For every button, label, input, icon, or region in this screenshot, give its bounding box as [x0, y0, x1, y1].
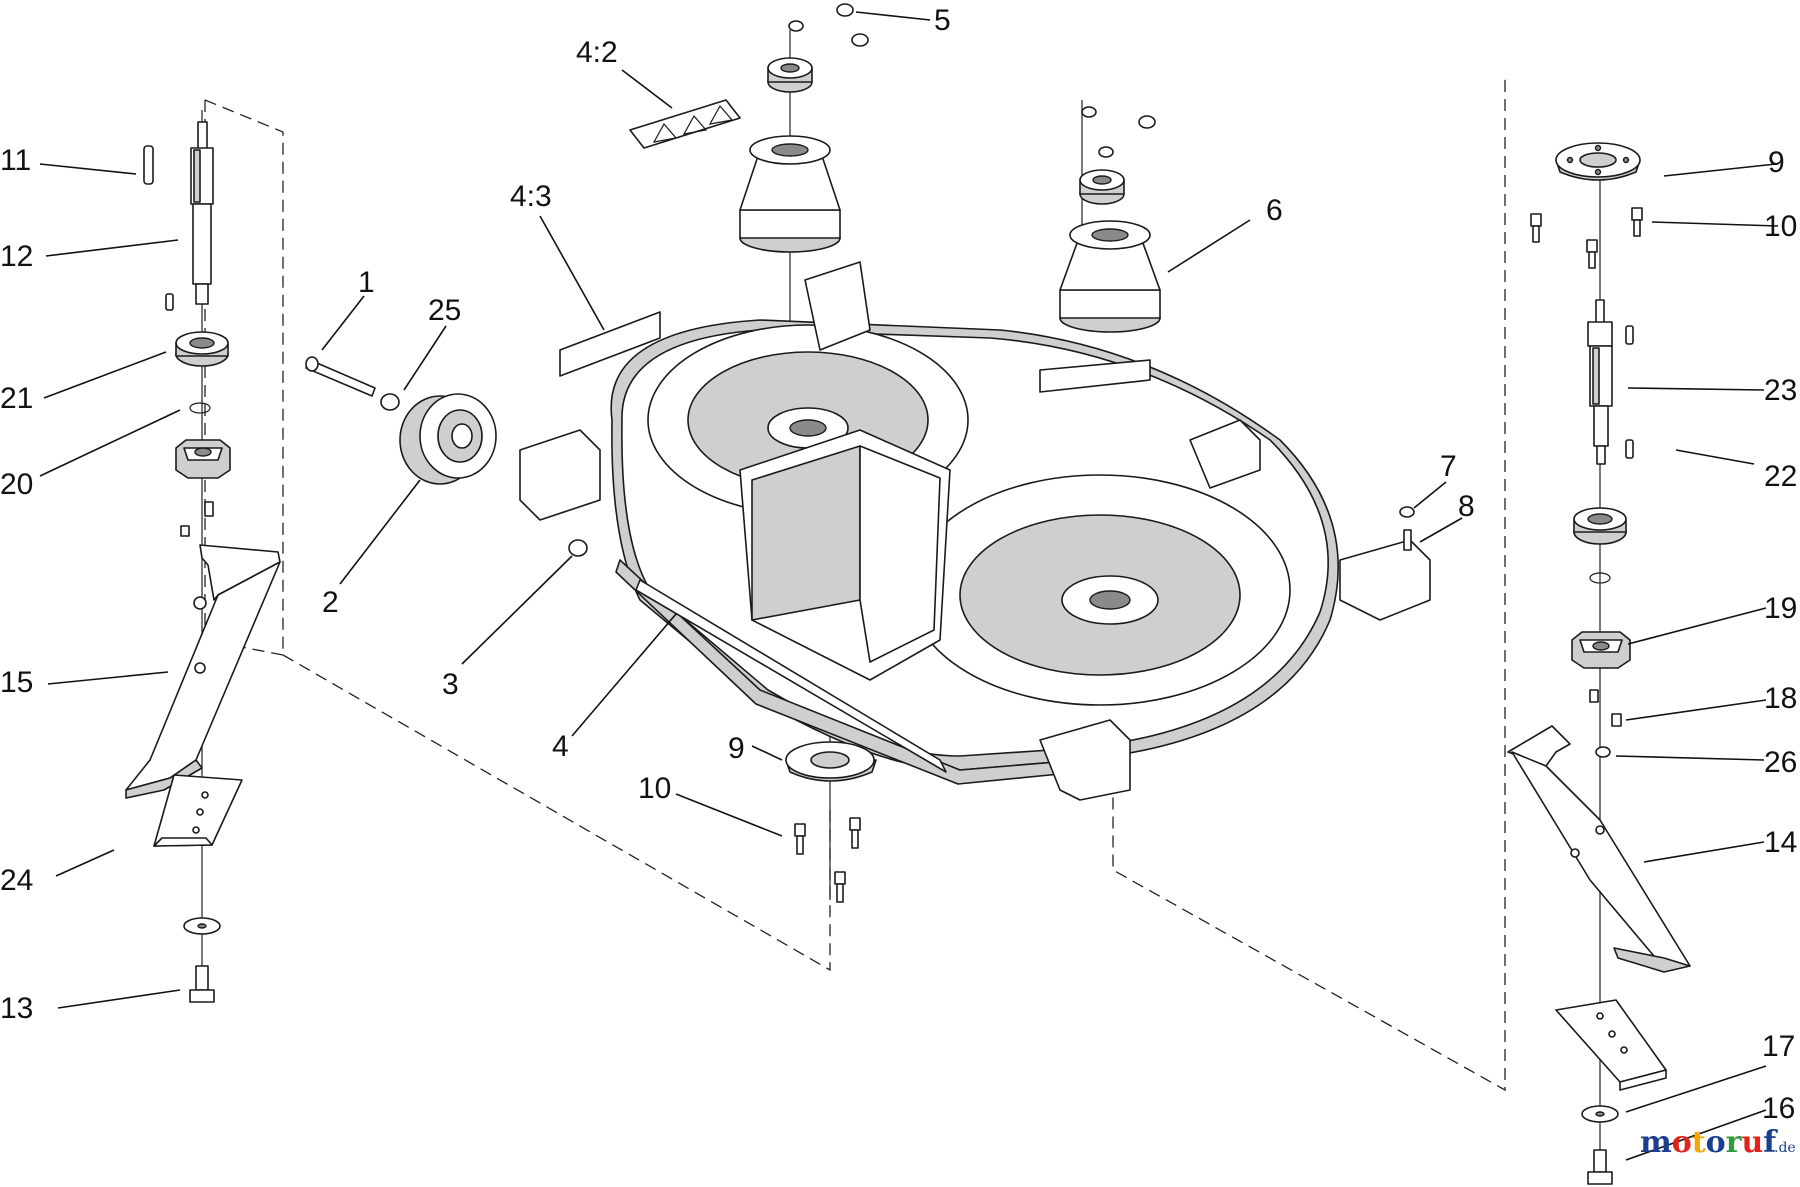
callout-8: 8: [1458, 490, 1475, 523]
screws-part-10-right: [1530, 207, 1643, 269]
callout-9-right: 9: [1768, 146, 1785, 179]
pin-part-22: [1625, 439, 1634, 459]
spindle-shaft-part-12: [190, 121, 214, 305]
callout-26: 26: [1764, 746, 1797, 779]
callout-21: 21: [0, 382, 33, 415]
bearing-part-21: [175, 331, 229, 367]
callout-16: 16: [1762, 1092, 1795, 1125]
svg-text:motoruf: motoruf: [1640, 1125, 1778, 1160]
callout-20: 20: [0, 468, 33, 501]
wheel-part-2: [399, 393, 497, 485]
callout-3: 3: [442, 668, 459, 701]
callout-labels: 11 12 21 20 15 24 13 1 25 2 3 4 4:2 4:3 …: [0, 4, 1797, 1125]
callout-4: 4: [552, 730, 569, 763]
callout-1: 1: [358, 266, 375, 299]
decal-part-4-2: [629, 99, 741, 149]
spindle-pulley-center-left: [739, 57, 841, 253]
set-screw: [180, 525, 190, 537]
washer-part-7: [1399, 506, 1415, 518]
left-spindle-assembly: [125, 110, 281, 1003]
decal-part-4-3: [559, 311, 661, 377]
grease-fitting-part-18: [1611, 713, 1622, 727]
callout-14: 14: [1764, 826, 1797, 859]
callout-6: 6: [1266, 194, 1283, 227]
callout-22: 22: [1764, 460, 1797, 493]
mounting-plate-part-9-center: [785, 741, 877, 782]
callout-9-center: 9: [728, 732, 745, 765]
callout-17: 17: [1762, 1030, 1795, 1063]
set-screw-right: [1589, 689, 1599, 703]
retaining-ring-part-20: [189, 402, 211, 414]
mower-deck-part-4: [519, 261, 1431, 801]
mounting-plate-part-9-right: [1555, 142, 1641, 181]
spindle-housing-part-19: [1571, 631, 1631, 669]
washer-part-25: [380, 393, 400, 411]
assembly-outline-left: [204, 99, 831, 972]
washer-and-bolt-part-13: [183, 917, 221, 1003]
callout-4-3: 4:3: [510, 180, 552, 213]
callout-19: 19: [1764, 592, 1797, 625]
key-part-11: [143, 145, 154, 185]
callout-5: 5: [934, 4, 951, 37]
spindle-shaft-part-23: [1587, 299, 1613, 465]
callout-12: 12: [0, 240, 33, 273]
grease-fitting: [204, 501, 214, 517]
callout-7: 7: [1440, 450, 1457, 483]
callout-11: 11: [0, 144, 31, 177]
retaining-ring-right: [1589, 572, 1611, 584]
callout-13: 13: [0, 992, 33, 1025]
callout-2: 2: [322, 586, 339, 619]
blade-stiffener-part-24: [153, 774, 243, 847]
callout-25: 25: [428, 294, 461, 327]
leader-lines: [39, 11, 1779, 1161]
nuts-part-5: [788, 3, 1156, 158]
callout-4-2: 4:2: [576, 36, 618, 69]
key-right: [1625, 325, 1634, 345]
bearing-right: [1573, 507, 1627, 545]
callout-24: 24: [0, 864, 33, 897]
callout-10-center: 10: [638, 772, 671, 805]
bolt-part-8: [1403, 529, 1412, 551]
pin: [165, 293, 174, 311]
callout-18: 18: [1764, 682, 1797, 715]
callout-10-right: 10: [1764, 210, 1797, 243]
washer-and-bolt-part-16: [1581, 1105, 1619, 1185]
spindle-housing-left: [175, 439, 231, 479]
motoruf-logo: motoruf .de: [1640, 1125, 1796, 1160]
svg-text:.de: .de: [1774, 1140, 1796, 1156]
nut-part-26: [1595, 746, 1611, 758]
screws-part-10-center: [794, 817, 861, 903]
blade-stiffener-part-17: [1555, 999, 1667, 1091]
blade-part-14: [1507, 725, 1691, 973]
blade-part-15: [125, 544, 281, 799]
spindle-housing-part-6: [1059, 169, 1161, 333]
right-spindle-assembly: [1507, 142, 1691, 1185]
callout-15: 15: [0, 666, 33, 699]
callout-23: 23: [1764, 374, 1797, 407]
bolt-part-1: [305, 356, 376, 397]
nut-part-3: [568, 539, 588, 557]
